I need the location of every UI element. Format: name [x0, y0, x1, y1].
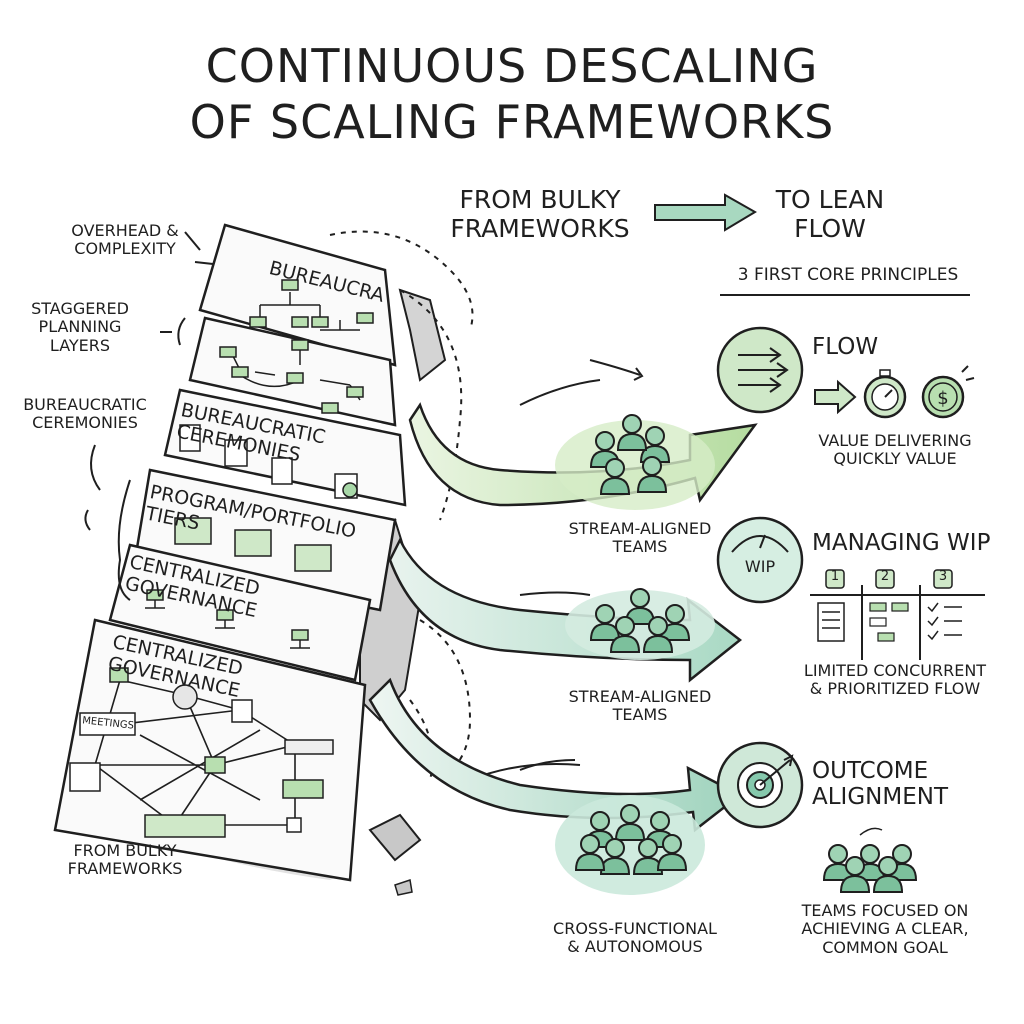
crumbling-top — [398, 288, 447, 382]
falling-block — [368, 813, 422, 862]
principle-outcome-description: TEAMS FOCUSED ON ACHIEVING A CLEAR, COMM… — [801, 901, 969, 957]
principle-wip-description: LIMITED CONCURRENT & PRIORITIZED FLOW — [803, 661, 987, 699]
svg-text:$: $ — [937, 388, 948, 409]
page-title-line-1: CONTINUOUS DESCALING — [205, 39, 819, 93]
header-to: TO LEAN FLOW — [775, 185, 885, 243]
team-label-1: STREAM-ALIGNED TEAMS — [568, 519, 712, 557]
dollar-coin-icon: $ — [921, 365, 975, 419]
left-pointers — [84, 231, 214, 601]
wip-gauge-icon — [716, 516, 804, 604]
team-label-2: STREAM-ALIGNED TEAMS — [568, 687, 712, 725]
principle-flow-title: FLOW — [812, 334, 879, 360]
page-title-line-2: OF SCALING FRAMEWORKS — [189, 95, 835, 149]
falling-rock — [394, 879, 413, 896]
label-bottom: FROM BULKY FRAMEWORKS — [67, 841, 183, 879]
arrow-right-icon — [814, 379, 857, 415]
wip-board — [810, 569, 985, 660]
wip-column-1: 1 — [830, 569, 840, 584]
team-group-2 — [565, 588, 715, 660]
stopwatch-icon — [863, 369, 907, 419]
header-arrow — [654, 193, 757, 232]
wip-column-3: 3 — [938, 569, 948, 584]
wip-column-2: 2 — [880, 569, 890, 584]
layer-planning — [188, 316, 397, 427]
header-from: FROM BULKY FRAMEWORKS — [450, 185, 630, 243]
team-label-3: CROSS-FUNCTIONAL & AUTONOMOUS — [553, 919, 717, 957]
label-staggered: STAGGERED PLANNING LAYERS — [31, 299, 129, 355]
principle-flow-description: VALUE DELIVERING QUICKLY VALUE — [818, 431, 972, 469]
aligned-team-icon — [823, 827, 917, 893]
layer-governance-2 — [53, 618, 367, 882]
flow-arrows-icon — [716, 326, 804, 414]
flow-arrow-3 — [368, 677, 743, 833]
team-group-3 — [555, 795, 705, 895]
wip-badge: WIP — [744, 557, 776, 576]
principles-heading: 3 FIRST CORE PRINCIPLES — [737, 265, 959, 285]
framework-stack — [53, 223, 447, 896]
principle-outcome-title: OUTCOME ALIGNMENT — [812, 758, 948, 811]
label-ceremonies: BUREAUCRATIC CEREMONIES — [23, 395, 147, 433]
target-icon — [716, 741, 804, 829]
team-group-1 — [555, 414, 715, 510]
label-overhead: OVERHEAD & COMPLEXITY — [71, 221, 179, 259]
principle-wip-title: MANAGING WIP — [812, 530, 991, 556]
layer-governance-1 — [108, 543, 372, 682]
